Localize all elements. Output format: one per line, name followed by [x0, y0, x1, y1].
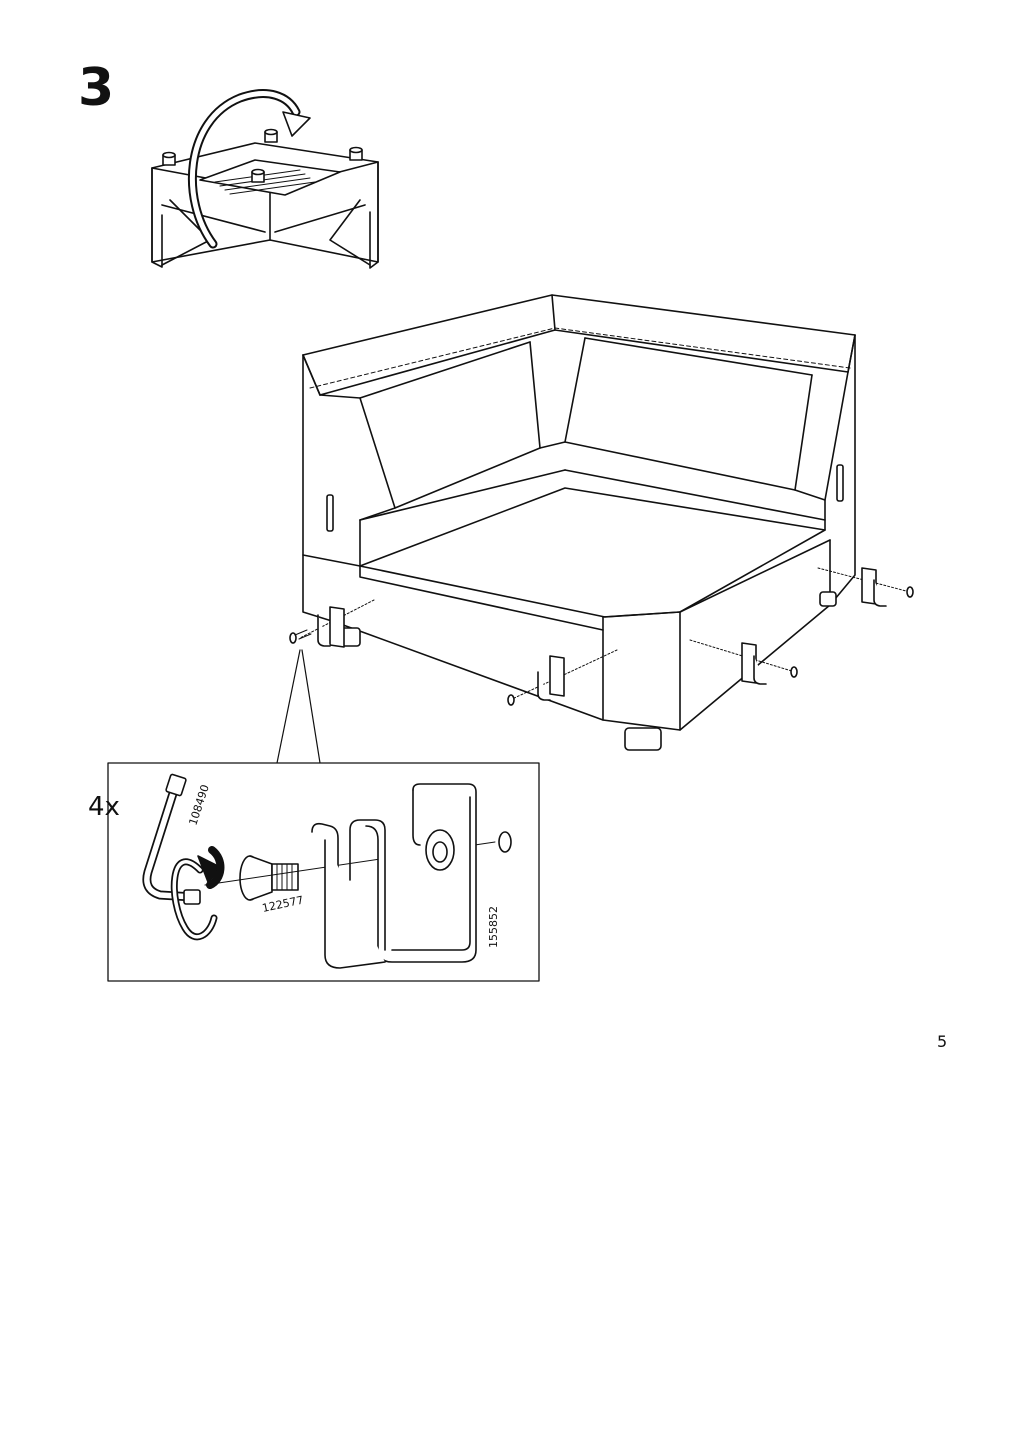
bracket-right-front	[689, 639, 798, 685]
bracket-right-back	[817, 567, 914, 607]
quantity-label: 4x	[88, 792, 120, 822]
rotate-arrow-icon	[187, 89, 311, 249]
bracket-left	[289, 599, 375, 648]
turn-arrow-icon	[170, 846, 225, 941]
corner-sofa-illustration	[302, 294, 856, 751]
step-number: 3	[78, 58, 115, 118]
part-number-bracket: 155852	[487, 906, 500, 948]
page-number: 5	[937, 1032, 948, 1051]
bolt-icon	[204, 841, 496, 901]
bracket-icon	[311, 783, 512, 969]
flip-over-illustration	[151, 128, 379, 269]
hex-key-icon	[142, 773, 201, 905]
bracket-middle	[507, 649, 618, 706]
